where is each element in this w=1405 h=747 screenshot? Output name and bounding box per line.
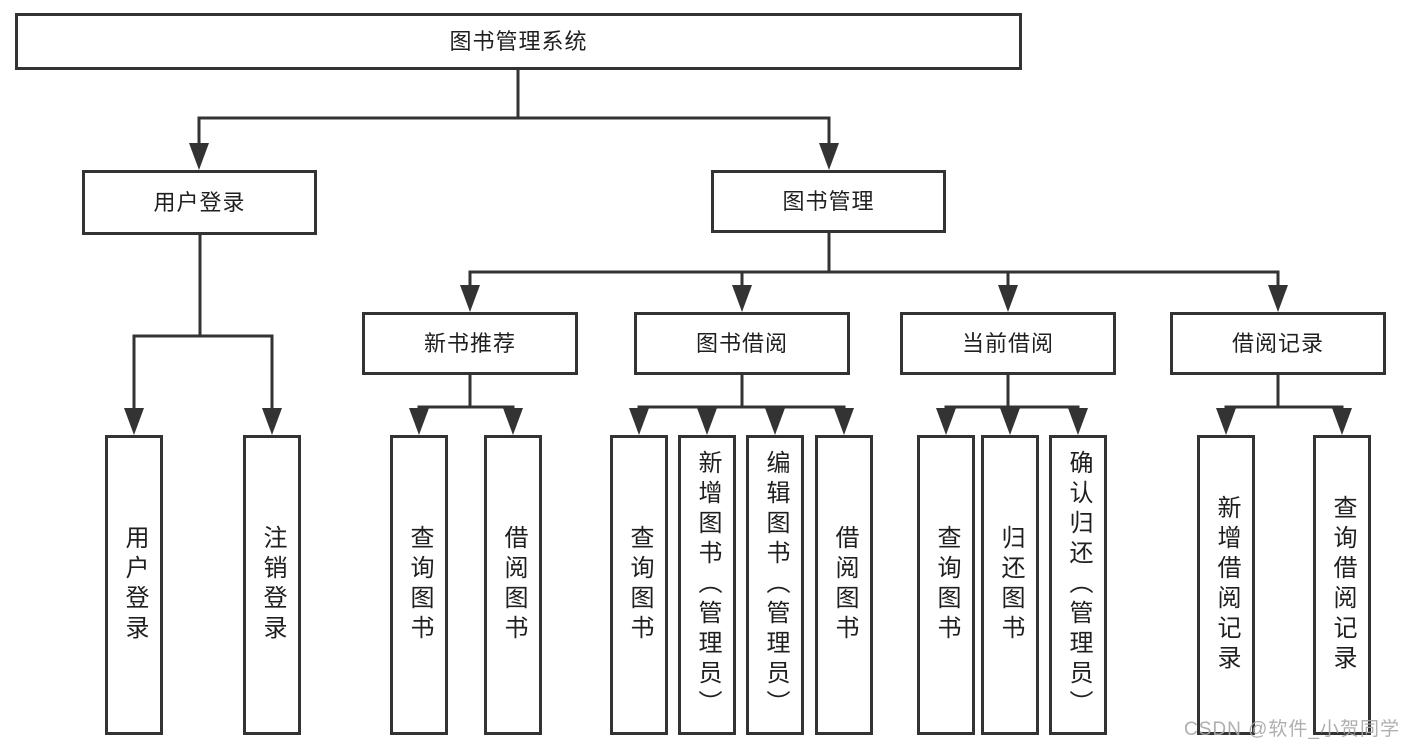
arrowhead [1216,408,1236,435]
arrowhead [936,408,956,435]
leaf-br-query-record: 查询借阅记录 [1313,435,1371,735]
leaf-cb-return-book: 归还图书 [981,435,1039,735]
connector-book-borrowing [637,375,846,413]
arrowhead [1268,285,1288,312]
arrowhead [409,408,429,435]
leaf-cb-query-book: 查询图书 [917,435,975,735]
leaf-bb-query-book: 查询图书 [610,435,668,735]
leaf-br-add-record: 新增借阅记录 [1197,435,1255,735]
arrowhead [732,285,752,312]
node-user-login: 用户登录 [82,170,317,235]
arrowhead [834,408,854,435]
arrowhead [503,408,523,435]
arrowhead [124,408,144,435]
leaf-nbr-query-book: 查询图书 [390,435,448,735]
node-book-management: 图书管理 [711,170,946,233]
arrowhead [1068,408,1088,435]
arrowhead [629,408,649,435]
connector-current-borrowing [944,375,1080,413]
arrowhead [1000,408,1020,435]
arrowhead [819,143,839,170]
node-new-book-recommend: 新书推荐 [362,312,578,375]
node-book-borrowing: 图书借阅 [634,312,850,375]
leaf-nbr-borrow-book: 借阅图书 [484,435,542,735]
leaf-bb-edit-book-admin: 编辑图书（管理员） [746,435,804,735]
leaf-bb-borrow-book: 借阅图书 [815,435,873,735]
connector-new-book-recommend [417,375,515,413]
leaf-user-login: 用户登录 [105,435,163,735]
node-borrowing-records: 借阅记录 [1170,312,1386,375]
arrowheads [124,143,1352,435]
arrowhead [262,408,282,435]
arrowhead [697,408,717,435]
arrowhead [765,408,785,435]
connector-root [197,70,831,148]
connector-user-login [132,235,274,413]
leaf-logout: 注销登录 [243,435,301,735]
leaf-cb-confirm-return-admin: 确认归还（管理员） [1049,435,1107,735]
leaf-bb-add-book-admin: 新增图书（管理员） [678,435,736,735]
node-library-system: 图书管理系统 [15,13,1022,70]
arrowhead [460,285,480,312]
arrowhead [1332,408,1352,435]
node-current-borrowing: 当前借阅 [900,312,1116,375]
arrowhead [998,285,1018,312]
arrowhead [189,143,209,170]
connector-book-management [468,233,1280,290]
csdn-watermark: CSDN @软件_小贺同学 [1184,719,1400,740]
connector-borrowing-records [1224,375,1344,413]
